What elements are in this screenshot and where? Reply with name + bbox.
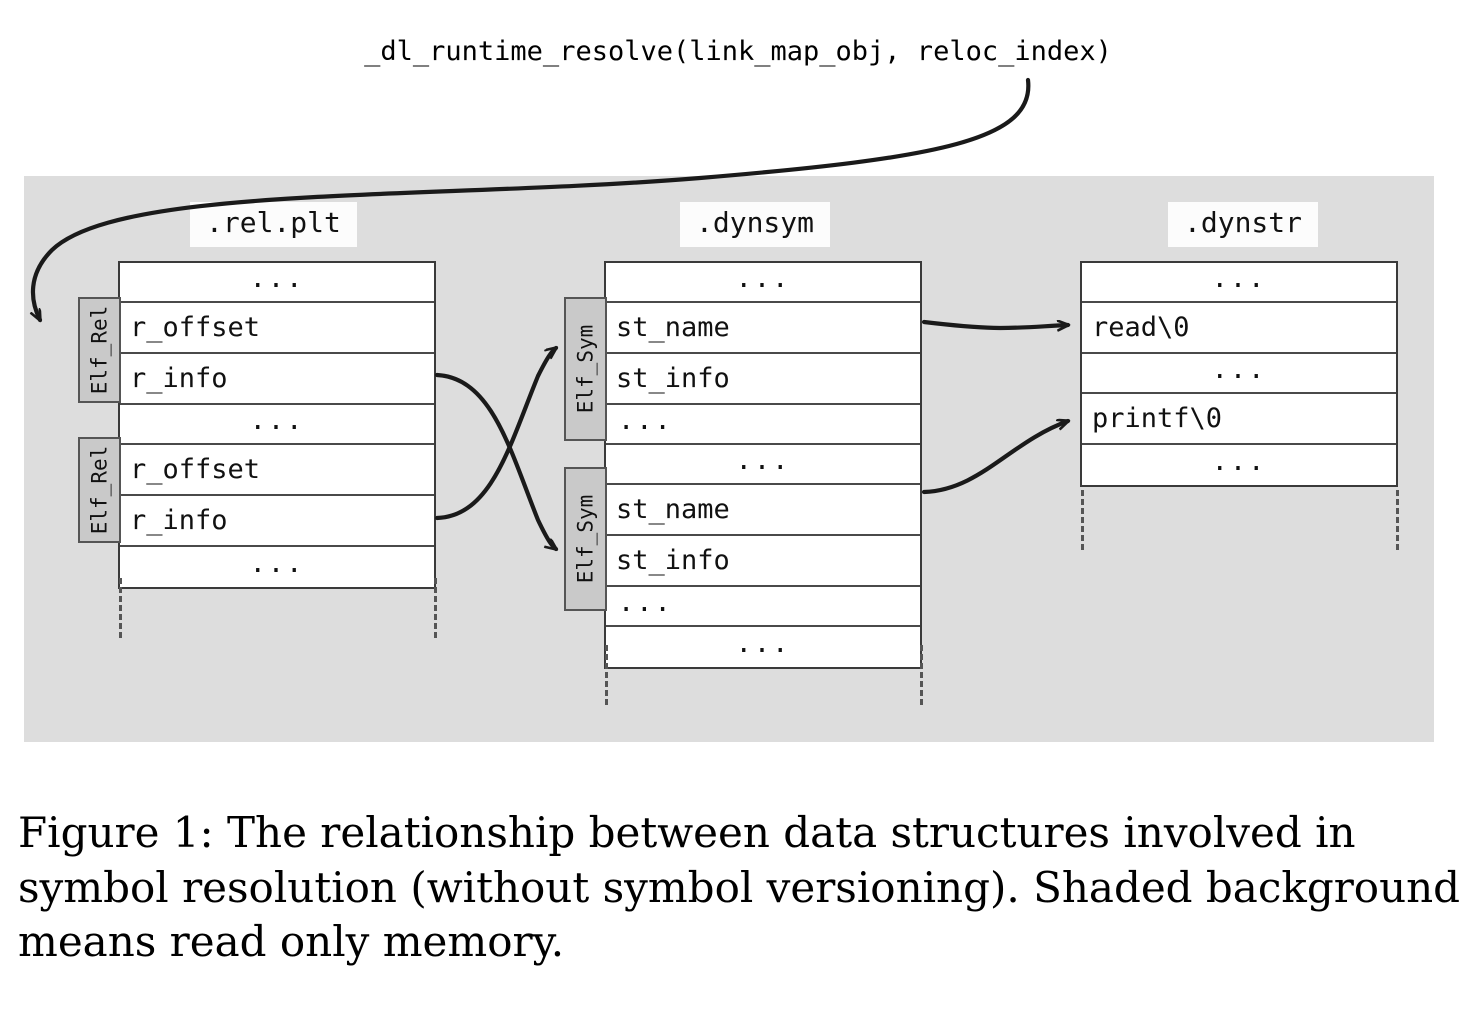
table-row: r_offset — [120, 445, 434, 496]
struct-tab-label: Elf_Rel — [87, 445, 112, 535]
struct-tab-label: Elf_Rel — [87, 305, 112, 395]
table-row: ... — [1082, 354, 1396, 394]
ellipsis: ... — [735, 444, 791, 476]
section-title-dynstr: .dynstr — [1168, 202, 1319, 247]
table-row: st_name — [606, 485, 920, 536]
struct-tab-label: Elf_Sym — [573, 494, 598, 584]
ellipsis: ... — [249, 547, 305, 579]
ellipsis: ... — [618, 586, 673, 618]
ellipsis: ... — [1211, 262, 1267, 294]
dashed-continuation-rel-plt-right — [434, 578, 437, 638]
struct-tab-label: Elf_Sym — [573, 324, 598, 414]
table-row: ... — [606, 445, 920, 485]
table-row: ... — [120, 405, 434, 445]
struct-tab-elf-rel-2: Elf_Rel — [78, 437, 121, 543]
table-dynstr: ... read\0 ... printf\0 ... — [1080, 261, 1398, 487]
table-row: ... — [606, 587, 920, 627]
dashed-continuation-dynsym-right — [920, 645, 923, 705]
ellipsis: ... — [618, 404, 673, 436]
table-row: r_info — [120, 354, 434, 405]
table-row: ... — [120, 547, 434, 587]
table-row: ... — [606, 627, 920, 667]
table-row: st_info — [606, 536, 920, 587]
table-row: read\0 — [1082, 303, 1396, 354]
section-title-dynsym: .dynsym — [680, 202, 831, 247]
ellipsis: ... — [1211, 445, 1267, 477]
struct-tab-elf-sym-2: Elf_Sym — [564, 467, 607, 611]
table-row: ... — [1082, 445, 1396, 485]
table-row: ... — [606, 405, 920, 445]
table-dynsym: ... st_name st_info ... ... st_name st_i… — [604, 261, 922, 669]
table-row: ... — [1082, 263, 1396, 303]
ellipsis: ... — [249, 262, 305, 294]
ellipsis: ... — [1211, 353, 1267, 385]
table-row: st_info — [606, 354, 920, 405]
figure-caption: Figure 1: The relationship between data … — [18, 808, 1461, 967]
table-row: printf\0 — [1082, 394, 1396, 445]
ellipsis: ... — [249, 404, 305, 436]
dashed-continuation-dynstr-right — [1396, 490, 1399, 550]
dl-runtime-resolve-call-label: _dl_runtime_resolve(link_map_obj, reloc_… — [364, 36, 1112, 67]
ellipsis: ... — [735, 262, 791, 294]
ellipsis: ... — [735, 627, 791, 659]
table-row: ... — [606, 263, 920, 303]
dashed-continuation-dynsym-left — [605, 645, 608, 705]
table-row: r_info — [120, 496, 434, 547]
section-title-rel-plt: .rel.plt — [190, 202, 357, 247]
table-row: st_name — [606, 303, 920, 354]
dashed-continuation-dynstr-left — [1081, 490, 1084, 550]
table-rel-plt: ... r_offset r_info ... r_offset r_info … — [118, 261, 436, 589]
table-row: r_offset — [120, 303, 434, 354]
dashed-continuation-rel-plt-left — [119, 578, 122, 638]
struct-tab-elf-sym-1: Elf_Sym — [564, 297, 607, 441]
table-row: ... — [120, 263, 434, 303]
struct-tab-elf-rel-1: Elf_Rel — [78, 297, 121, 403]
